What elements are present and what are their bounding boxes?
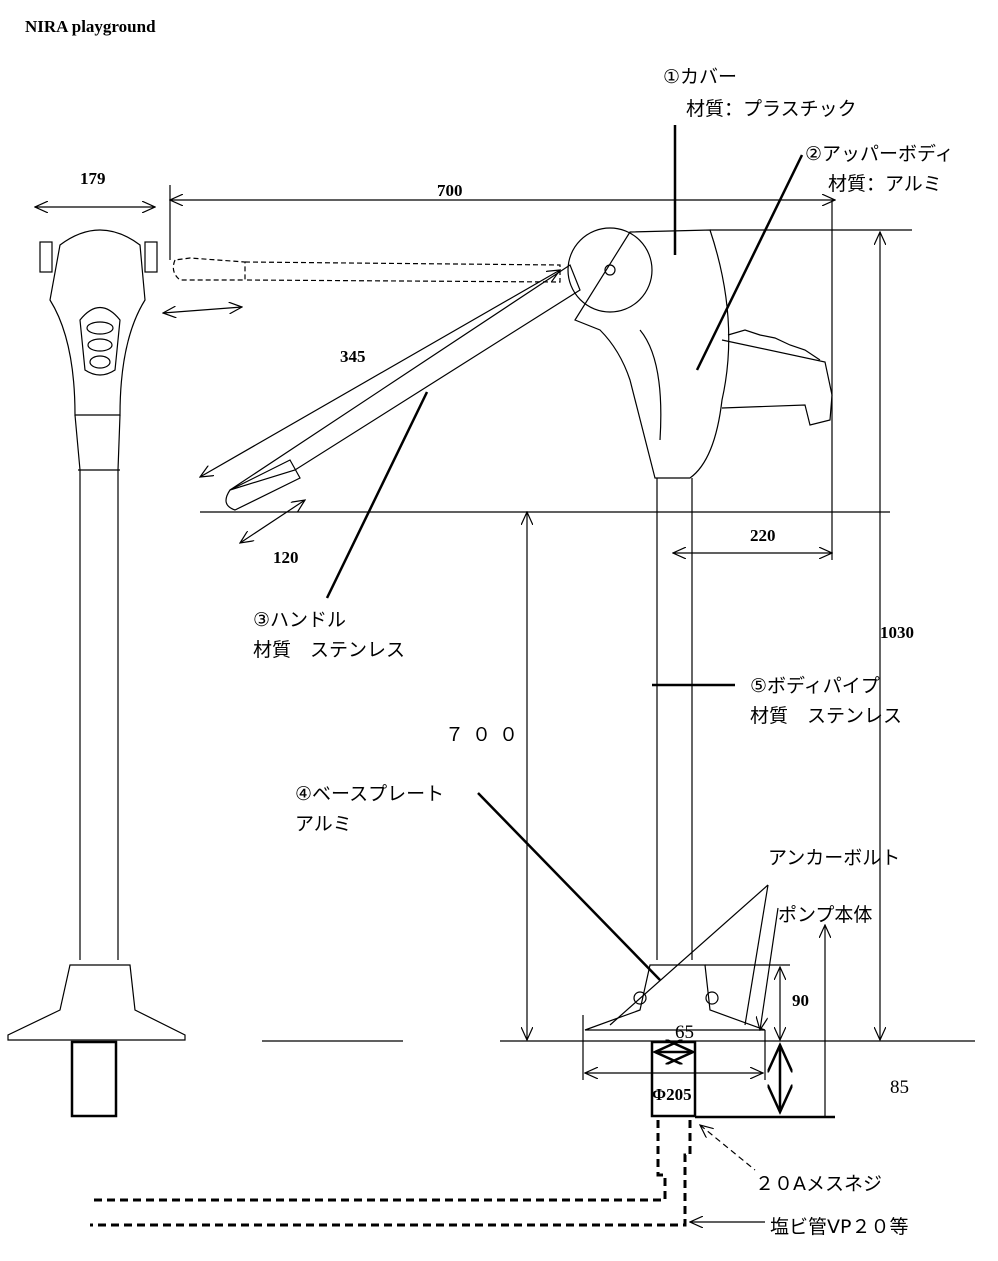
label-cover-material: 材質：プラスチック [686,98,857,120]
title: NIRA playground [25,17,156,36]
label-body-pipe: ⑤ボディパイプ [750,675,880,697]
label-handle: ③ハンドル [253,609,346,631]
dim-345: 345 [340,347,366,366]
dim-220: 220 [750,526,776,545]
label-female-thread: ２０Aメスネジ [755,1173,882,1195]
label-base-plate-material: アルミ [295,813,352,835]
dim-700-height: ７００ [445,724,526,746]
label-upper-body: ②アッパーボディ [805,143,954,165]
label-upper-body-material: 材質：アルミ [828,173,942,195]
dim-85: 85 [890,1077,909,1098]
dim-179: 179 [80,169,106,188]
label-handle-material: 材質 ステンレス [253,639,405,661]
dim-700-reach: 700 [437,181,463,200]
label-pump-body: ポンプ本体 [778,904,872,926]
dim-90: 90 [792,991,809,1010]
dim-120: 120 [273,548,299,567]
label-anchor-bolt: アンカーボルト [768,847,900,869]
dim-1030: 1030 [880,623,914,642]
dim-205: Φ205 [652,1085,692,1104]
dim-65: 65 [675,1022,694,1043]
label-body-pipe-material: 材質 ステンレス [750,705,902,727]
label-base-plate: ④ベースプレート [295,783,444,805]
side-view [90,125,975,1225]
label-pvc-pipe: 塩ビ管VP２０等 [770,1216,908,1238]
label-cover: ①カバー [663,66,737,88]
front-view: 179 [7,169,186,1118]
